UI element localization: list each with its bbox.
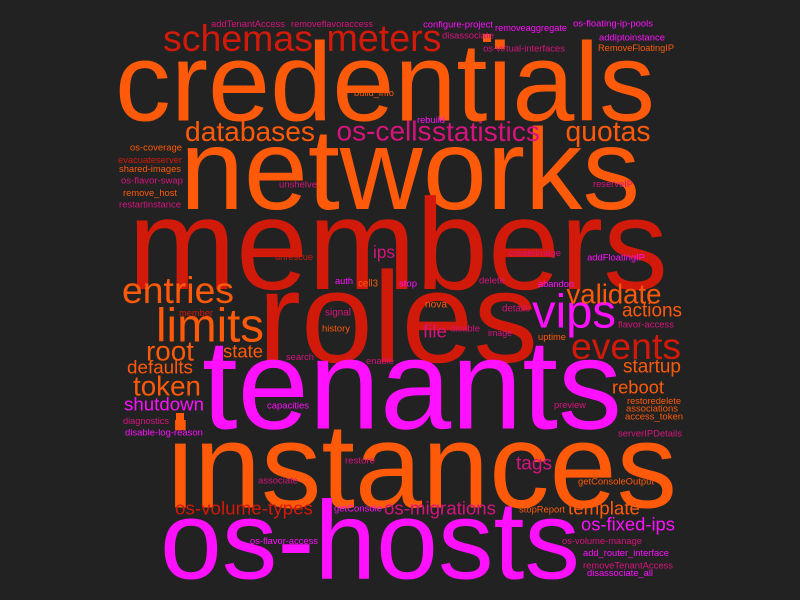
cloud-word: cell3 xyxy=(358,279,378,290)
cloud-word: quotas xyxy=(566,115,651,147)
cloud-word: vips xyxy=(532,286,616,339)
cloud-word: template xyxy=(568,498,640,519)
cloud-word: signal xyxy=(325,308,351,319)
cloud-word: file xyxy=(423,321,447,342)
decorative-square xyxy=(176,413,184,421)
cloud-word: evacuateserver xyxy=(118,155,182,165)
cloud-word: removeflavoraccess xyxy=(291,19,373,29)
cloud-word: os-volume-types xyxy=(175,498,313,519)
cloud-word: instances xyxy=(167,399,677,534)
cloud-word: diagnostics xyxy=(123,416,169,426)
cloud-word: os-coverage xyxy=(130,143,182,154)
cloud-word: abandon xyxy=(538,279,574,289)
cloud-word: addiptoinstance xyxy=(599,32,665,43)
cloud-word: token xyxy=(133,371,201,402)
cloud-word: roles xyxy=(258,246,538,390)
cloud-word: addTenantAccess xyxy=(211,19,285,29)
cloud-word: restartinstance xyxy=(119,200,181,211)
decorative-square xyxy=(483,34,491,42)
cloud-word: os-migrations xyxy=(384,498,496,519)
cloud-word: tags xyxy=(516,454,552,475)
cloud-word: databases xyxy=(185,115,315,147)
cloud-word: entries xyxy=(122,269,234,311)
cloud-word: restore xyxy=(345,456,375,467)
cloud-word: add_router_interface xyxy=(583,548,669,558)
cloud-word: disable-log-reason xyxy=(125,428,203,439)
cloud-word: associate xyxy=(258,476,298,487)
cloud-word: schemas xyxy=(163,17,313,59)
cloud-word: delete xyxy=(479,276,505,287)
cloud-word: build_info xyxy=(354,88,394,98)
word-group: credentialsnetworksmembersrolestenantsin… xyxy=(115,17,683,600)
cloud-word: nova xyxy=(425,300,447,311)
cloud-word: shared-images xyxy=(119,164,181,174)
cloud-word: disassociate xyxy=(442,31,494,42)
cloud-word: removeaggregate xyxy=(495,23,567,33)
cloud-word: os-flavor-access xyxy=(250,536,318,546)
cloud-word: os-hosts xyxy=(160,478,580,600)
cloud-word: unrescue xyxy=(275,252,313,262)
cloud-word: addFloatingIP xyxy=(587,252,645,263)
cloud-word: flavor-access xyxy=(618,320,674,331)
cloud-word: startup xyxy=(623,357,681,378)
cloud-word: associations xyxy=(626,404,678,415)
cloud-word: enable xyxy=(366,356,394,366)
cloud-word: stopReport xyxy=(519,504,565,515)
cloud-word: statistics xyxy=(432,115,540,147)
cloud-word: events xyxy=(571,325,681,367)
cloud-word: validate xyxy=(567,279,662,310)
cloud-word: tenants xyxy=(202,314,622,457)
cloud-word: auth xyxy=(335,276,353,286)
cloud-word: limits xyxy=(156,300,264,353)
cloud-word: os-virtual-interfaces xyxy=(483,43,565,54)
cloud-word: RemoveFloatingIP xyxy=(598,43,674,53)
cloud-word: defaults xyxy=(127,357,193,378)
cloud-word: details xyxy=(502,304,530,315)
cloud-word: os-fixed-ips xyxy=(581,514,675,535)
cloud-word: restoredelete xyxy=(627,396,681,406)
cloud-word: os-cells xyxy=(337,116,432,147)
cloud-word: preview xyxy=(554,400,586,410)
cloud-word: rebuild xyxy=(417,115,445,125)
cloud-word: getConsoleOutput xyxy=(578,476,654,487)
cloud-word: reboot xyxy=(612,377,664,398)
cloud-word: state xyxy=(223,341,263,362)
cloud-word: credentials xyxy=(115,20,655,145)
cloud-word: search xyxy=(286,352,314,362)
cloud-word: stop xyxy=(399,279,417,290)
cloud-word: unshelve xyxy=(279,180,317,191)
cloud-word: configure-project xyxy=(423,19,493,30)
cloud-word: actions xyxy=(622,301,682,322)
cloud-word: root xyxy=(146,336,194,367)
cloud-word: os-flavor-swap xyxy=(121,176,183,187)
cloud-word: disable xyxy=(450,324,480,335)
cloud-word: access_token xyxy=(625,412,683,423)
cloud-word: history xyxy=(322,324,350,335)
cloud-word: getConsole xyxy=(334,504,382,515)
cloud-word: remove_host xyxy=(123,188,177,198)
cloud-word: ips xyxy=(373,242,395,262)
cloud-word: members xyxy=(128,173,668,317)
cloud-word: serverIPDetails xyxy=(618,428,682,439)
cloud-word: networks xyxy=(180,106,640,234)
cloud-word: shutdown xyxy=(124,394,204,415)
cloud-word: createImage xyxy=(509,248,561,258)
cloud-word: removeTenantAccess xyxy=(583,560,673,571)
cloud-word: reserveIP xyxy=(593,179,633,189)
cloud-word: member xyxy=(179,308,213,318)
cloud-word: image xyxy=(488,328,512,338)
cloud-word: meters xyxy=(327,17,442,59)
cloud-word: uptime xyxy=(538,332,566,342)
cloud-word: os-floating-ip-pools xyxy=(573,19,653,30)
cloud-word: os-volume-manage xyxy=(562,536,642,546)
cloud-word: disassociate_all xyxy=(587,568,653,578)
cloud-word: capacities xyxy=(267,400,309,411)
